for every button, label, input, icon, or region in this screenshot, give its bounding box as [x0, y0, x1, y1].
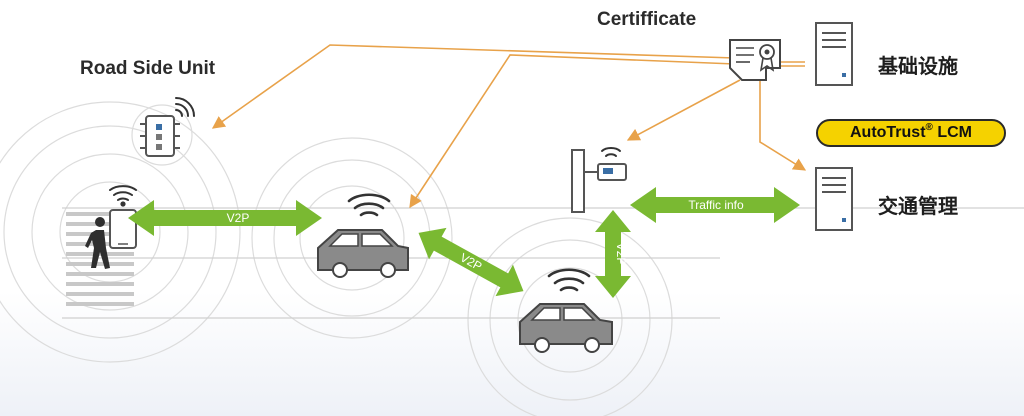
infrastructure-label: 基础设施: [878, 54, 958, 78]
rsu-device-icon: [140, 115, 180, 157]
traffic-info-link: Traffic info: [630, 187, 800, 223]
registered-mark: ®: [925, 122, 933, 133]
v2p-horizontal-link: V2P: [128, 200, 322, 236]
v2p-label: V2P: [227, 211, 250, 225]
wifi-icon: [547, 268, 591, 292]
certificate-icon: [729, 39, 781, 81]
certificate-label: Certifficate: [597, 9, 697, 30]
v2p-label: V2P: [614, 243, 628, 266]
road-side-unit-label: Road Side Unit: [80, 58, 216, 79]
wifi-icon: [601, 147, 621, 157]
wifi-icon: [347, 193, 391, 217]
certificate-lines: [211, 44, 807, 209]
badge-name: AutoTrust: [849, 124, 926, 141]
server-icon: [815, 167, 853, 231]
traffic-info-label: Traffic info: [688, 198, 744, 212]
pedestrian-icon: [85, 217, 110, 269]
signal-rings: [0, 101, 673, 416]
traffic-camera-icon: [571, 149, 627, 213]
crosswalk: [66, 212, 134, 306]
car-icon: [519, 303, 613, 353]
server-icon: [815, 22, 853, 86]
wifi-icon: [175, 97, 195, 117]
smartphone-icon: [109, 209, 137, 249]
badge-suffix: LCM: [932, 124, 973, 141]
v2p-vertical-link: V2P: [595, 210, 631, 298]
wifi-icon: [109, 185, 137, 207]
traffic-management-label: 交通管理: [878, 194, 958, 218]
car-icon: [317, 229, 409, 278]
autotrust-lcm-badge: AutoTrust® LCM: [816, 119, 1006, 147]
